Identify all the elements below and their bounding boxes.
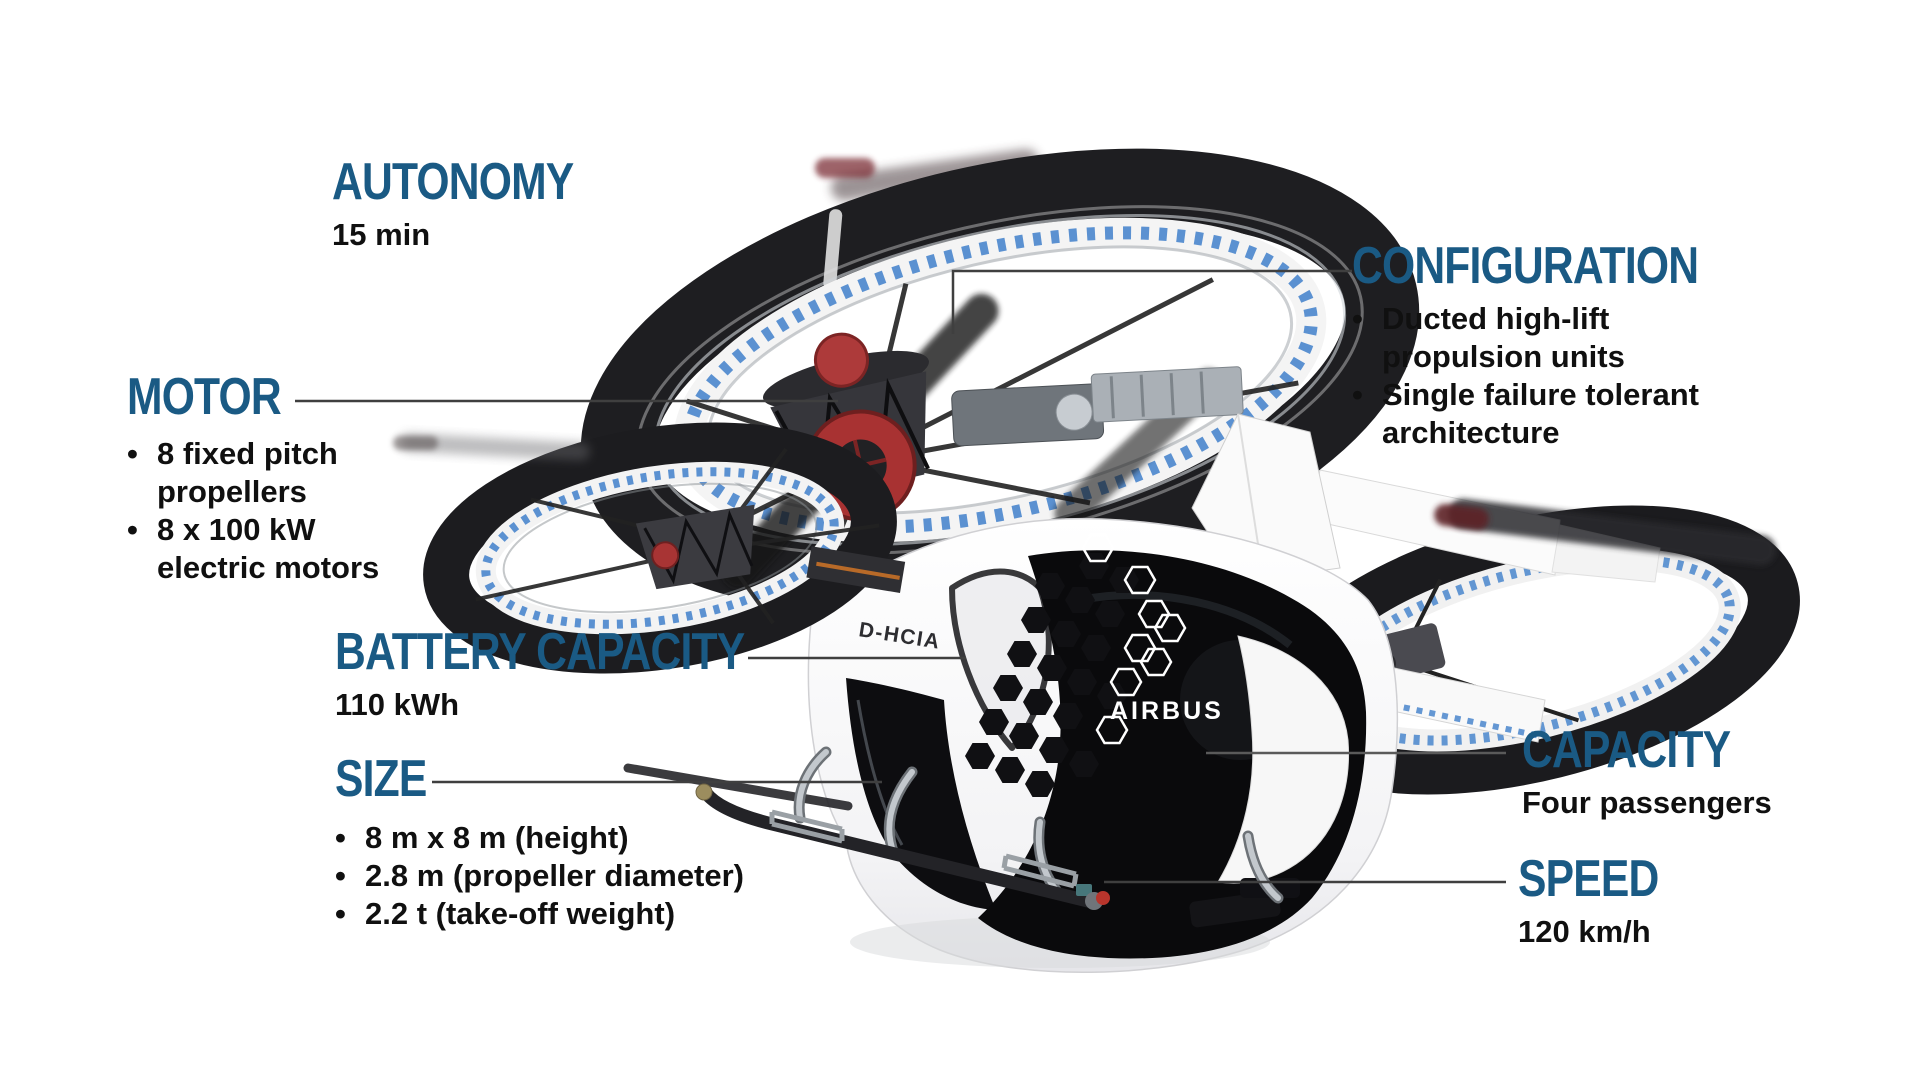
configuration-bullet-2-line-2: architecture [1382,414,1560,450]
size-heading: SIZE [335,750,427,808]
bullet-icon: • [335,895,346,931]
speed-heading: SPEED [1518,850,1659,908]
motor-bullet-1-line-1: 8 fixed pitch [157,435,338,471]
spec-autonomy: AUTONOMY 15 min [332,155,626,253]
speed-value: 120 km/h [1518,913,1651,949]
autonomy-heading: AUTONOMY [332,153,574,211]
motor-bullet-1-line-2: propellers [157,473,307,509]
bullet-icon: • [335,819,346,855]
bullet-icon: • [1352,376,1363,412]
bullet-icon: • [335,857,346,893]
configuration-bullets: • Ducted high-lift propulsion units • Si… [1352,300,1774,452]
spec-battery-capacity: BATTERY CAPACITY 110 kWh [335,625,834,723]
motor-bullet-2-line-1: 8 x 100 kW [157,511,316,547]
motor-bullets: • 8 fixed pitch propellers • 8 x 100 kW … [127,435,379,587]
configuration-connector-line [951,269,1352,334]
size-bullet-1: 8 m x 8 m (height) [365,819,629,855]
connector-lines [295,269,1506,884]
left-rotor [423,422,906,674]
capacity-value: Four passengers [1522,784,1772,820]
battery-value: 110 kWh [335,686,460,722]
configuration-heading: CONFIGURATION [1352,237,1699,295]
motor-bullet-2-line-2: electric motors [157,549,380,585]
bullet-icon: • [127,511,138,547]
bullet-icon: • [127,435,138,471]
spec-motor: MOTOR • 8 fixed pitch propellers • 8 x 1… [127,370,379,587]
configuration-bullet-1-line-2: propulsion units [1382,338,1625,374]
autonomy-value: 15 min [332,216,431,252]
battery-heading: BATTERY CAPACITY [335,623,745,681]
spec-speed: SPEED 120 km/h [1518,852,1689,950]
spec-configuration: CONFIGURATION • Ducted high-lift propuls… [1352,239,1774,452]
size-bullet-3: 2.2 t (take-off weight) [365,895,676,931]
capacity-heading: CAPACITY [1522,721,1731,779]
nose-chin [846,678,996,910]
size-bullet-2: 2.8 m (propeller diameter) [365,857,745,893]
right-boom-and-blade [1309,469,1776,583]
motor-heading: MOTOR [127,368,282,426]
spec-capacity: CAPACITY Four passengers [1522,723,1776,821]
brand-text: AIRBUS [1110,697,1224,725]
blurred-propeller-left [393,433,590,461]
spec-size: SIZE • 8 m x 8 m (height) • 2.8 m (prope… [335,752,744,933]
configuration-bullet-2-line-1: Single failure tolerant [1382,376,1699,412]
bullet-icon: • [1352,300,1363,336]
size-bullets: • 8 m x 8 m (height) • 2.8 m (propeller … [335,819,744,933]
rear-pillar [1217,635,1350,884]
configuration-bullet-1-line-1: Ducted high-lift [1382,300,1610,336]
